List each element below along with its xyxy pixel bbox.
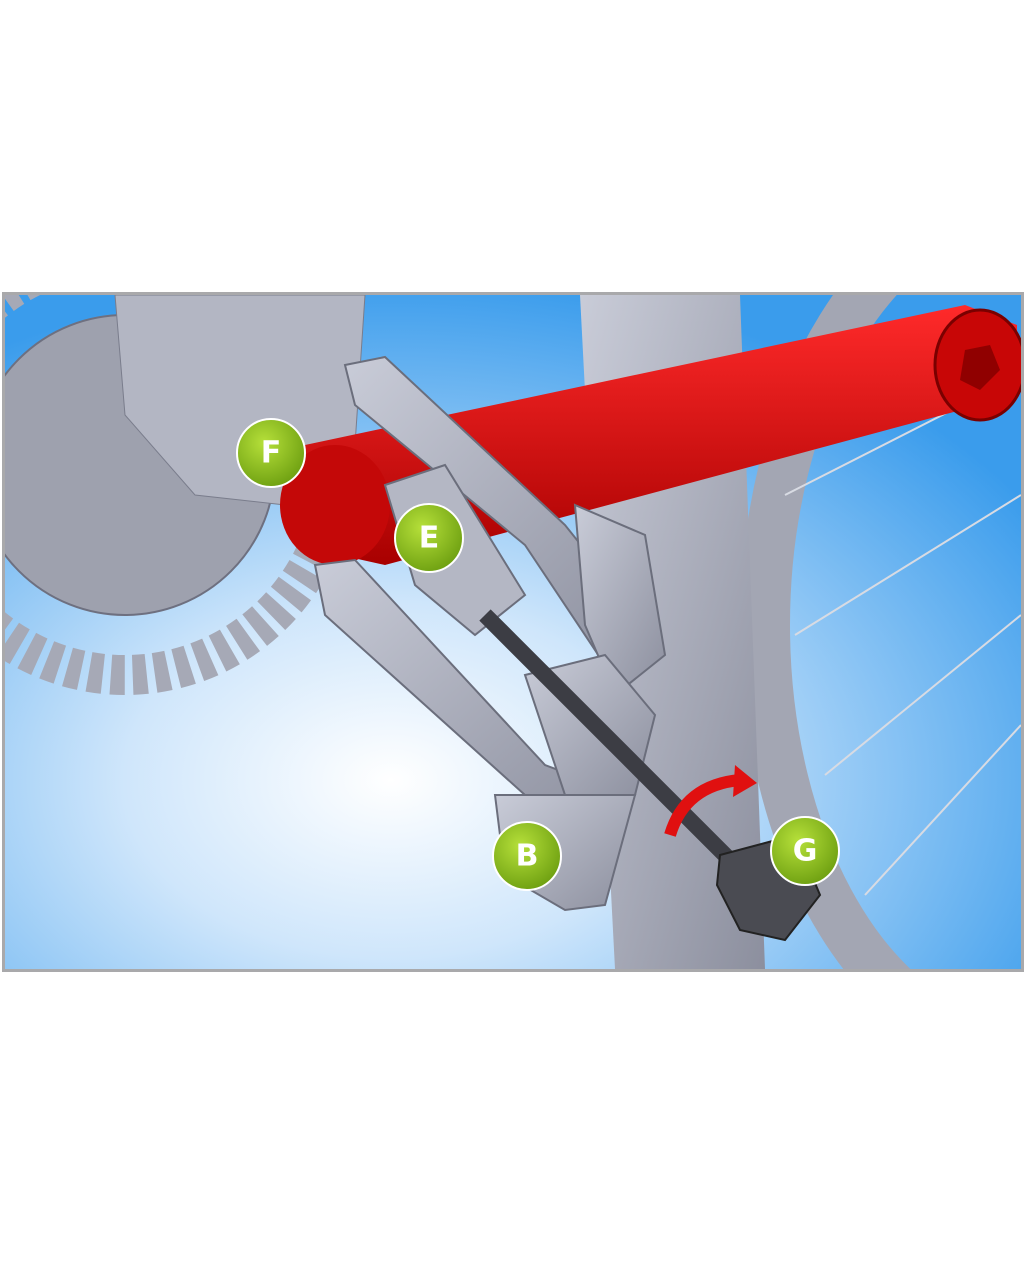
callout-label-b: B xyxy=(516,839,539,874)
callout-label-g: G xyxy=(793,834,818,869)
callout-b: B xyxy=(492,821,562,891)
callout-label-e: E xyxy=(419,521,440,556)
crank-puller-illustration: F E B G xyxy=(5,295,1021,969)
illustration-frame: F E B G xyxy=(2,292,1024,972)
callout-label-f: F xyxy=(261,436,282,471)
callout-e: E xyxy=(394,503,464,573)
wheel xyxy=(740,295,1021,969)
callout-f: F xyxy=(236,418,306,488)
callout-g: G xyxy=(770,816,840,886)
rotation-arrowhead-icon xyxy=(733,765,757,797)
rotation-arrow-icon xyxy=(664,774,741,837)
